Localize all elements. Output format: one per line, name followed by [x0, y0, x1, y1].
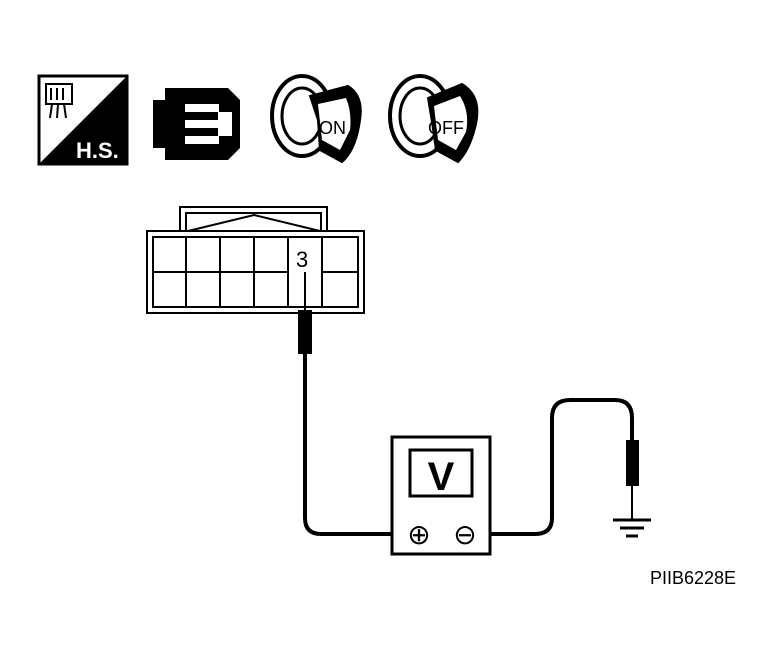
harness-connector	[146, 206, 365, 314]
key-on-label: ON	[319, 118, 346, 138]
positive-lead-wire	[303, 354, 408, 536]
negative-lead-wire	[472, 398, 634, 536]
minus-terminal: ⊖	[453, 519, 476, 550]
positive-probe	[298, 272, 312, 354]
ground-icon	[613, 518, 651, 538]
plus-terminal: ⊕	[407, 519, 430, 550]
connector-cavities	[153, 237, 358, 307]
negative-probe	[626, 440, 639, 520]
key-off-label: OFF	[428, 118, 464, 138]
voltmeter-display: V	[428, 455, 455, 499]
harness-side-icon: H.S.	[37, 74, 129, 166]
ignition-key-on-icon: ON	[270, 74, 362, 164]
voltmeter: V ⊕ ⊖	[390, 435, 492, 556]
connector-disconnected-icon	[153, 88, 240, 160]
figure-id: PIIB6228E	[650, 568, 736, 588]
terminal-3-label: 3	[296, 247, 308, 272]
harness-side-label: H.S.	[76, 138, 119, 163]
ignition-key-off-icon: OFF	[388, 74, 479, 164]
